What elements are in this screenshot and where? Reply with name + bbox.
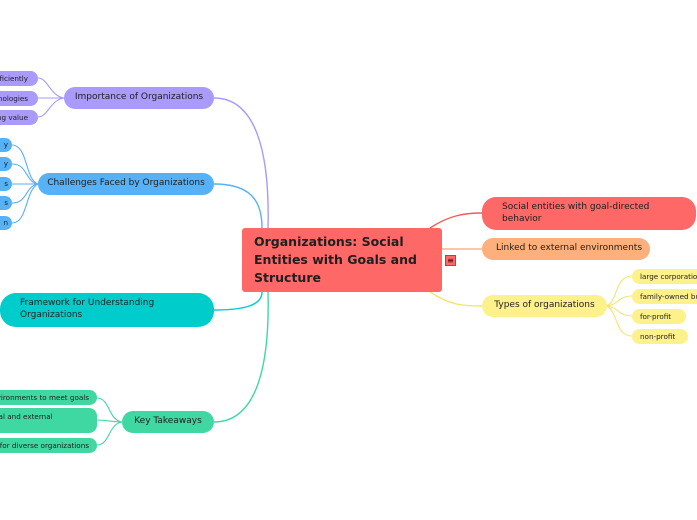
link-challenges (213, 183, 263, 229)
subtopic-importance-1[interactable]: fficiently (0, 71, 38, 86)
subtopic-importance-2-label: nologies (0, 93, 28, 103)
subtopic-takeaways-3-label: for diverse organizations (0, 440, 89, 450)
subtopic-challenges-5[interactable]: n (0, 216, 12, 230)
link-takeaways-c2 (96, 419, 123, 423)
topic-framework-label: Framework for Understanding Organization… (20, 298, 155, 320)
topic-types[interactable]: Types of organizations (482, 295, 607, 317)
topic-takeaways-label: Key Takeaways (134, 416, 202, 427)
subtopic-importance-3[interactable]: ng value (0, 110, 38, 125)
topic-importance-label: Importance of Organizations (74, 92, 204, 103)
link-framework (213, 291, 263, 311)
link-types-c4 (606, 305, 633, 337)
subtopic-types-3[interactable]: for-profit (632, 309, 686, 324)
subtopic-challenges-1[interactable]: y (0, 138, 12, 152)
subtopic-challenges-3[interactable]: s (0, 177, 12, 191)
link-types-c2 (606, 295, 633, 307)
link-types (429, 291, 483, 307)
topic-types-label: Types of organizations (494, 300, 595, 311)
subtopic-challenges-5-label: n (3, 218, 8, 228)
link-takeaways-c3 (96, 421, 123, 446)
link-challenges-c2 (11, 163, 39, 185)
link-challenges-c1 (11, 144, 39, 185)
link-social (429, 212, 483, 229)
link-takeaways (213, 291, 269, 423)
subtopic-types-2[interactable]: family-owned businesses (632, 289, 697, 304)
link-challenges-c5 (11, 183, 39, 224)
topic-challenges[interactable]: Challenges Faced by Organizations (38, 173, 214, 195)
subtopic-challenges-4-label: s (4, 198, 8, 208)
link-types-c3 (606, 305, 633, 317)
subtopic-takeaways-2-label: nal and external (0, 412, 53, 421)
subtopic-importance-3-label: ng value (0, 112, 28, 122)
subtopic-importance-2[interactable]: nologies (0, 91, 38, 106)
subtopic-types-4-label: non-profit (640, 331, 676, 341)
subtopic-types-3-label: for-profit (640, 311, 672, 321)
subtopic-challenges-2[interactable]: y (0, 157, 12, 171)
subtopic-types-1-label: large corporations (640, 271, 697, 281)
subtopic-challenges-4[interactable]: s (0, 196, 12, 210)
subtopic-importance-1-label: fficiently (0, 73, 28, 83)
subtopic-challenges-2-label: y (3, 159, 8, 169)
link-types-c1 (606, 275, 633, 307)
topic-social-entities[interactable]: Social entities with goal-directed behav… (482, 197, 696, 230)
subtopic-types-1[interactable]: large corporations (632, 269, 697, 284)
link-takeaways-c1 (96, 397, 123, 423)
topic-social-entities-label: Social entities with goal-directed behav… (502, 201, 650, 224)
topic-importance[interactable]: Importance of Organizations (64, 87, 214, 109)
link-importance-c3 (37, 97, 65, 118)
subtopic-takeaways-1[interactable]: nvironments to meet goals (0, 390, 97, 405)
subtopic-takeaways-1-label: nvironments to meet goals (0, 392, 89, 402)
subtopic-types-4[interactable]: non-profit (632, 329, 688, 344)
subtopic-takeaways-2[interactable]: nal and external (0, 408, 97, 433)
notes-icon[interactable]: ≡ (445, 255, 456, 266)
topic-takeaways[interactable]: Key Takeaways (122, 411, 214, 433)
topic-linked-external-label: Linked to external environments (496, 243, 643, 254)
subtopic-types-2-label: family-owned businesses (640, 291, 697, 301)
link-importance (213, 97, 269, 229)
central-topic[interactable]: Organizations: Social Entities with Goal… (242, 228, 442, 292)
topic-challenges-label: Challenges Faced by Organizations (47, 178, 205, 189)
topic-framework[interactable]: Framework for Understanding Organization… (0, 293, 214, 327)
central-topic-label: Organizations: Social Entities with Goal… (254, 233, 417, 286)
subtopic-challenges-1-label: y (3, 140, 8, 150)
link-challenges-c4 (11, 183, 39, 204)
topic-linked-external[interactable]: Linked to external environments (482, 238, 650, 260)
subtopic-challenges-3-label: s (4, 179, 8, 189)
link-importance-c1 (37, 77, 65, 99)
subtopic-takeaways-3[interactable]: for diverse organizations (0, 438, 97, 453)
